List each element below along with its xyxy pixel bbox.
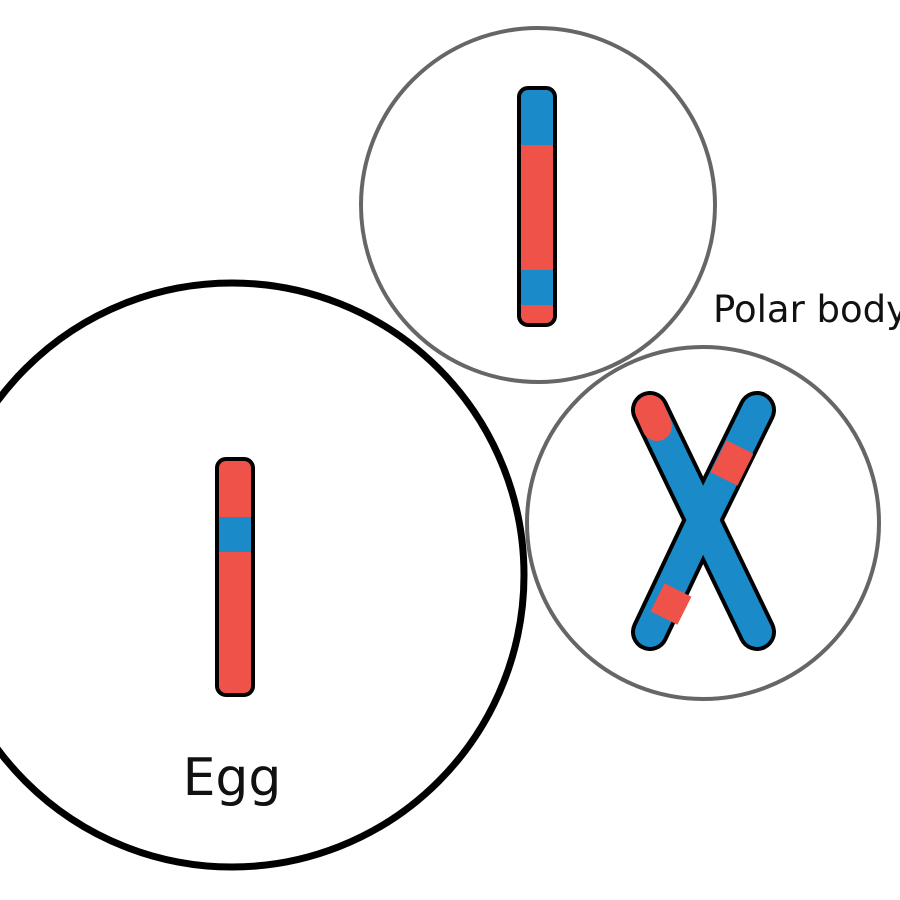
polar-body-bottom-x-chromosome (631, 391, 776, 651)
egg-label: Egg (183, 748, 282, 808)
polar-body-label: Polar body (713, 288, 900, 331)
polar-body-top-membrane (359, 26, 717, 384)
egg-chromosome (215, 457, 255, 697)
egg-membrane (0, 279, 528, 871)
polar-body-top-chromosome (517, 86, 557, 327)
polar-body-bottom-membrane (525, 345, 881, 701)
